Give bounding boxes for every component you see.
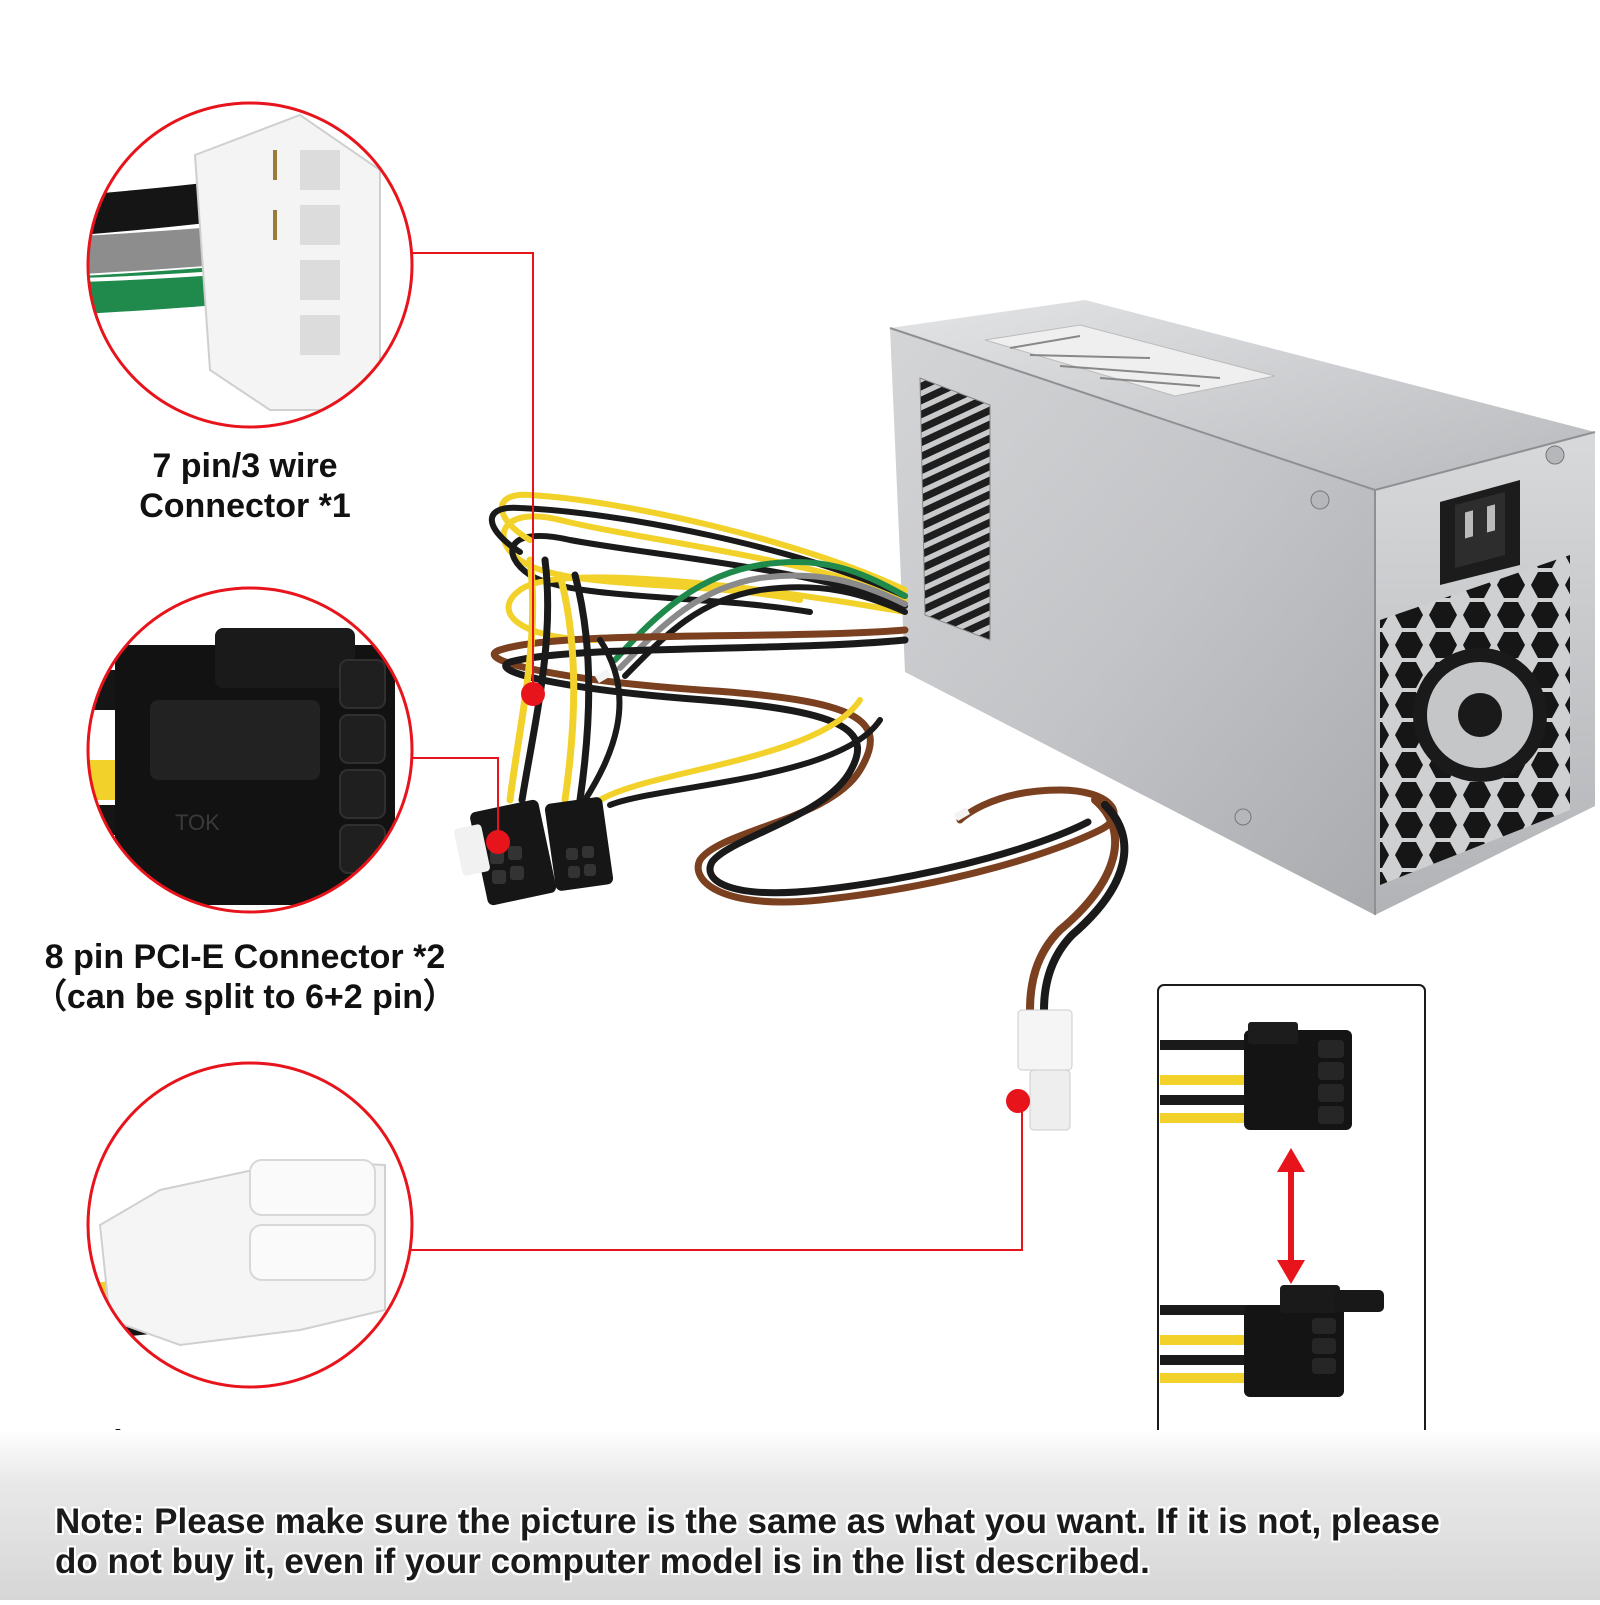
side-vent (919, 377, 991, 641)
callout-circle-wire-connector (86, 101, 414, 429)
double-arrow-icon (1277, 1148, 1305, 1284)
label-text-lines (1009, 335, 1221, 387)
ac-power-inlet (1440, 480, 1520, 585)
callout-lines (410, 252, 1023, 1251)
pcie-connector-pair (454, 797, 614, 906)
label-pcie-connector: 8 pin PCI-E Connector *2 （can be split t… (0, 937, 490, 1017)
callout-circle-pcie-connector: TOK (86, 586, 414, 914)
cable-harness (488, 491, 1129, 1014)
marker-pcie-connector (486, 830, 510, 854)
label-pcie-connector-line1: 8 pin PCI-E Connector *2 (44, 938, 446, 976)
marker-wire-connector (521, 682, 545, 706)
split-pin-inset (1157, 984, 1426, 1446)
note-line1: Note: Please make sure the picture is th… (55, 1502, 1440, 1541)
callout-circle-cpu-connector (86, 1061, 414, 1389)
note-text: Note: Please make sure the picture is th… (55, 1502, 1585, 1582)
label-wire-connector-line1: 7 pin/3 wire (152, 447, 338, 485)
marker-cpu-connector (1006, 1089, 1030, 1113)
note-banner (0, 1430, 1600, 1600)
label-pcie-connector-line2: （can be split to 6+2 pin） (32, 978, 458, 1016)
label-wire-connector-line2: Connector *1 (139, 487, 351, 525)
note-line2: do not buy it, even if your computer mod… (55, 1542, 1150, 1581)
cpu-connector-on-cable (1017, 1009, 1073, 1131)
label-wire-connector: 7 pin/3 wire Connector *1 (90, 446, 400, 526)
power-supply-unit (889, 300, 1596, 915)
connector-embossed-mark: TOK (175, 810, 220, 835)
